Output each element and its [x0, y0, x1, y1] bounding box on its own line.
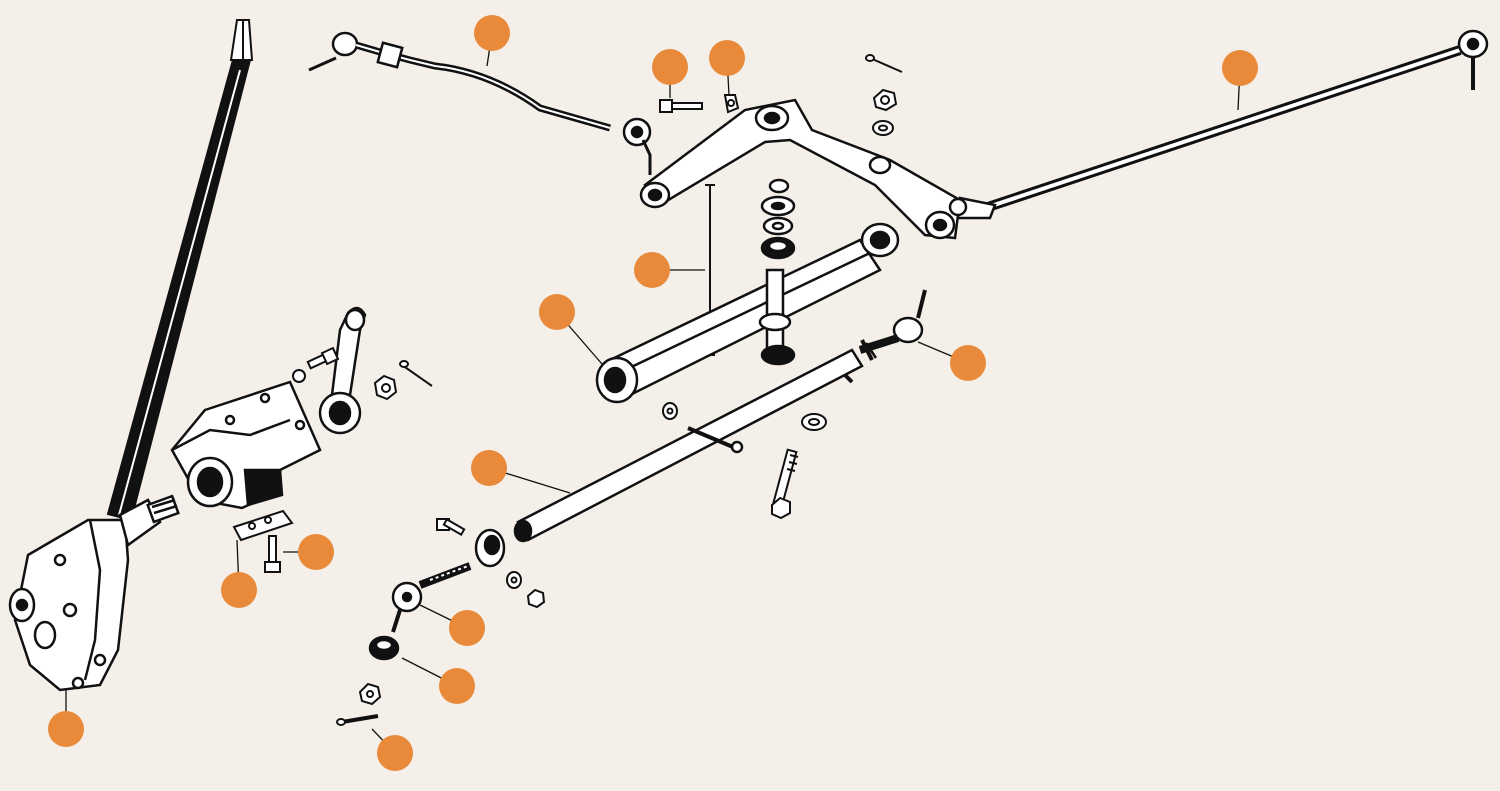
pitman-arm	[320, 308, 365, 433]
hotspot-layer	[48, 15, 1258, 771]
bolt-upper	[660, 100, 702, 112]
tie-rod-long-right	[948, 31, 1487, 218]
idler-nut	[874, 90, 896, 110]
tie-rod-upper-left	[309, 33, 650, 175]
hotspot-tie-rod-upper-left[interactable]	[474, 15, 510, 51]
clamp-bolt-long	[772, 450, 798, 518]
tube-washer-left	[663, 403, 677, 419]
hotspot-idler-shaft-housing[interactable]	[539, 294, 575, 330]
lower-nut	[360, 684, 380, 704]
pitman-bolt	[292, 348, 338, 383]
hotspot-cotter-pin[interactable]	[377, 735, 413, 771]
hotspot-tie-rod-end-lower[interactable]	[449, 610, 485, 646]
dust-boot	[370, 637, 398, 659]
hotspot-tie-rod-long-right[interactable]	[1222, 50, 1258, 86]
pitman-cotter-pin	[400, 361, 432, 386]
steering-column	[108, 20, 252, 520]
bracket-bolt	[265, 536, 280, 572]
pitman-nut	[375, 376, 396, 399]
sleeve-washer	[507, 572, 521, 588]
hotspot-bracket-bolt[interactable]	[298, 534, 334, 570]
hotspot-adjuster-tube[interactable]	[471, 450, 507, 486]
hotspot-bracket-shim[interactable]	[221, 572, 257, 608]
clamp-bolt-small	[437, 519, 464, 535]
tie-rod-end-right	[860, 290, 925, 360]
cotter-pin	[337, 716, 378, 725]
hotspot-dust-boot[interactable]	[439, 668, 475, 704]
steering-box	[10, 496, 178, 690]
idler-arm	[641, 100, 960, 238]
washer-upper	[725, 95, 738, 112]
hotspot-idler-bushing-set[interactable]	[634, 252, 670, 288]
sleeve-nut	[528, 590, 544, 607]
mounting-bracket	[172, 382, 320, 508]
idler-washer	[873, 121, 893, 135]
adjuster-sleeve	[476, 530, 504, 566]
hotspot-bolt-upper[interactable]	[652, 49, 688, 85]
tie-rod-end-lower	[393, 566, 470, 632]
idler-shaft-housing	[597, 224, 898, 402]
hotspot-tie-rod-end-right[interactable]	[950, 345, 986, 381]
tube-washer-right	[802, 414, 826, 430]
idler-cotter-pin	[866, 55, 902, 72]
bracket-shim	[234, 511, 292, 540]
hotspot-washer-upper[interactable]	[709, 40, 745, 76]
hotspot-steering-box[interactable]	[48, 711, 84, 747]
adjuster-tube	[515, 350, 862, 541]
idler-bushing-set	[762, 180, 794, 258]
